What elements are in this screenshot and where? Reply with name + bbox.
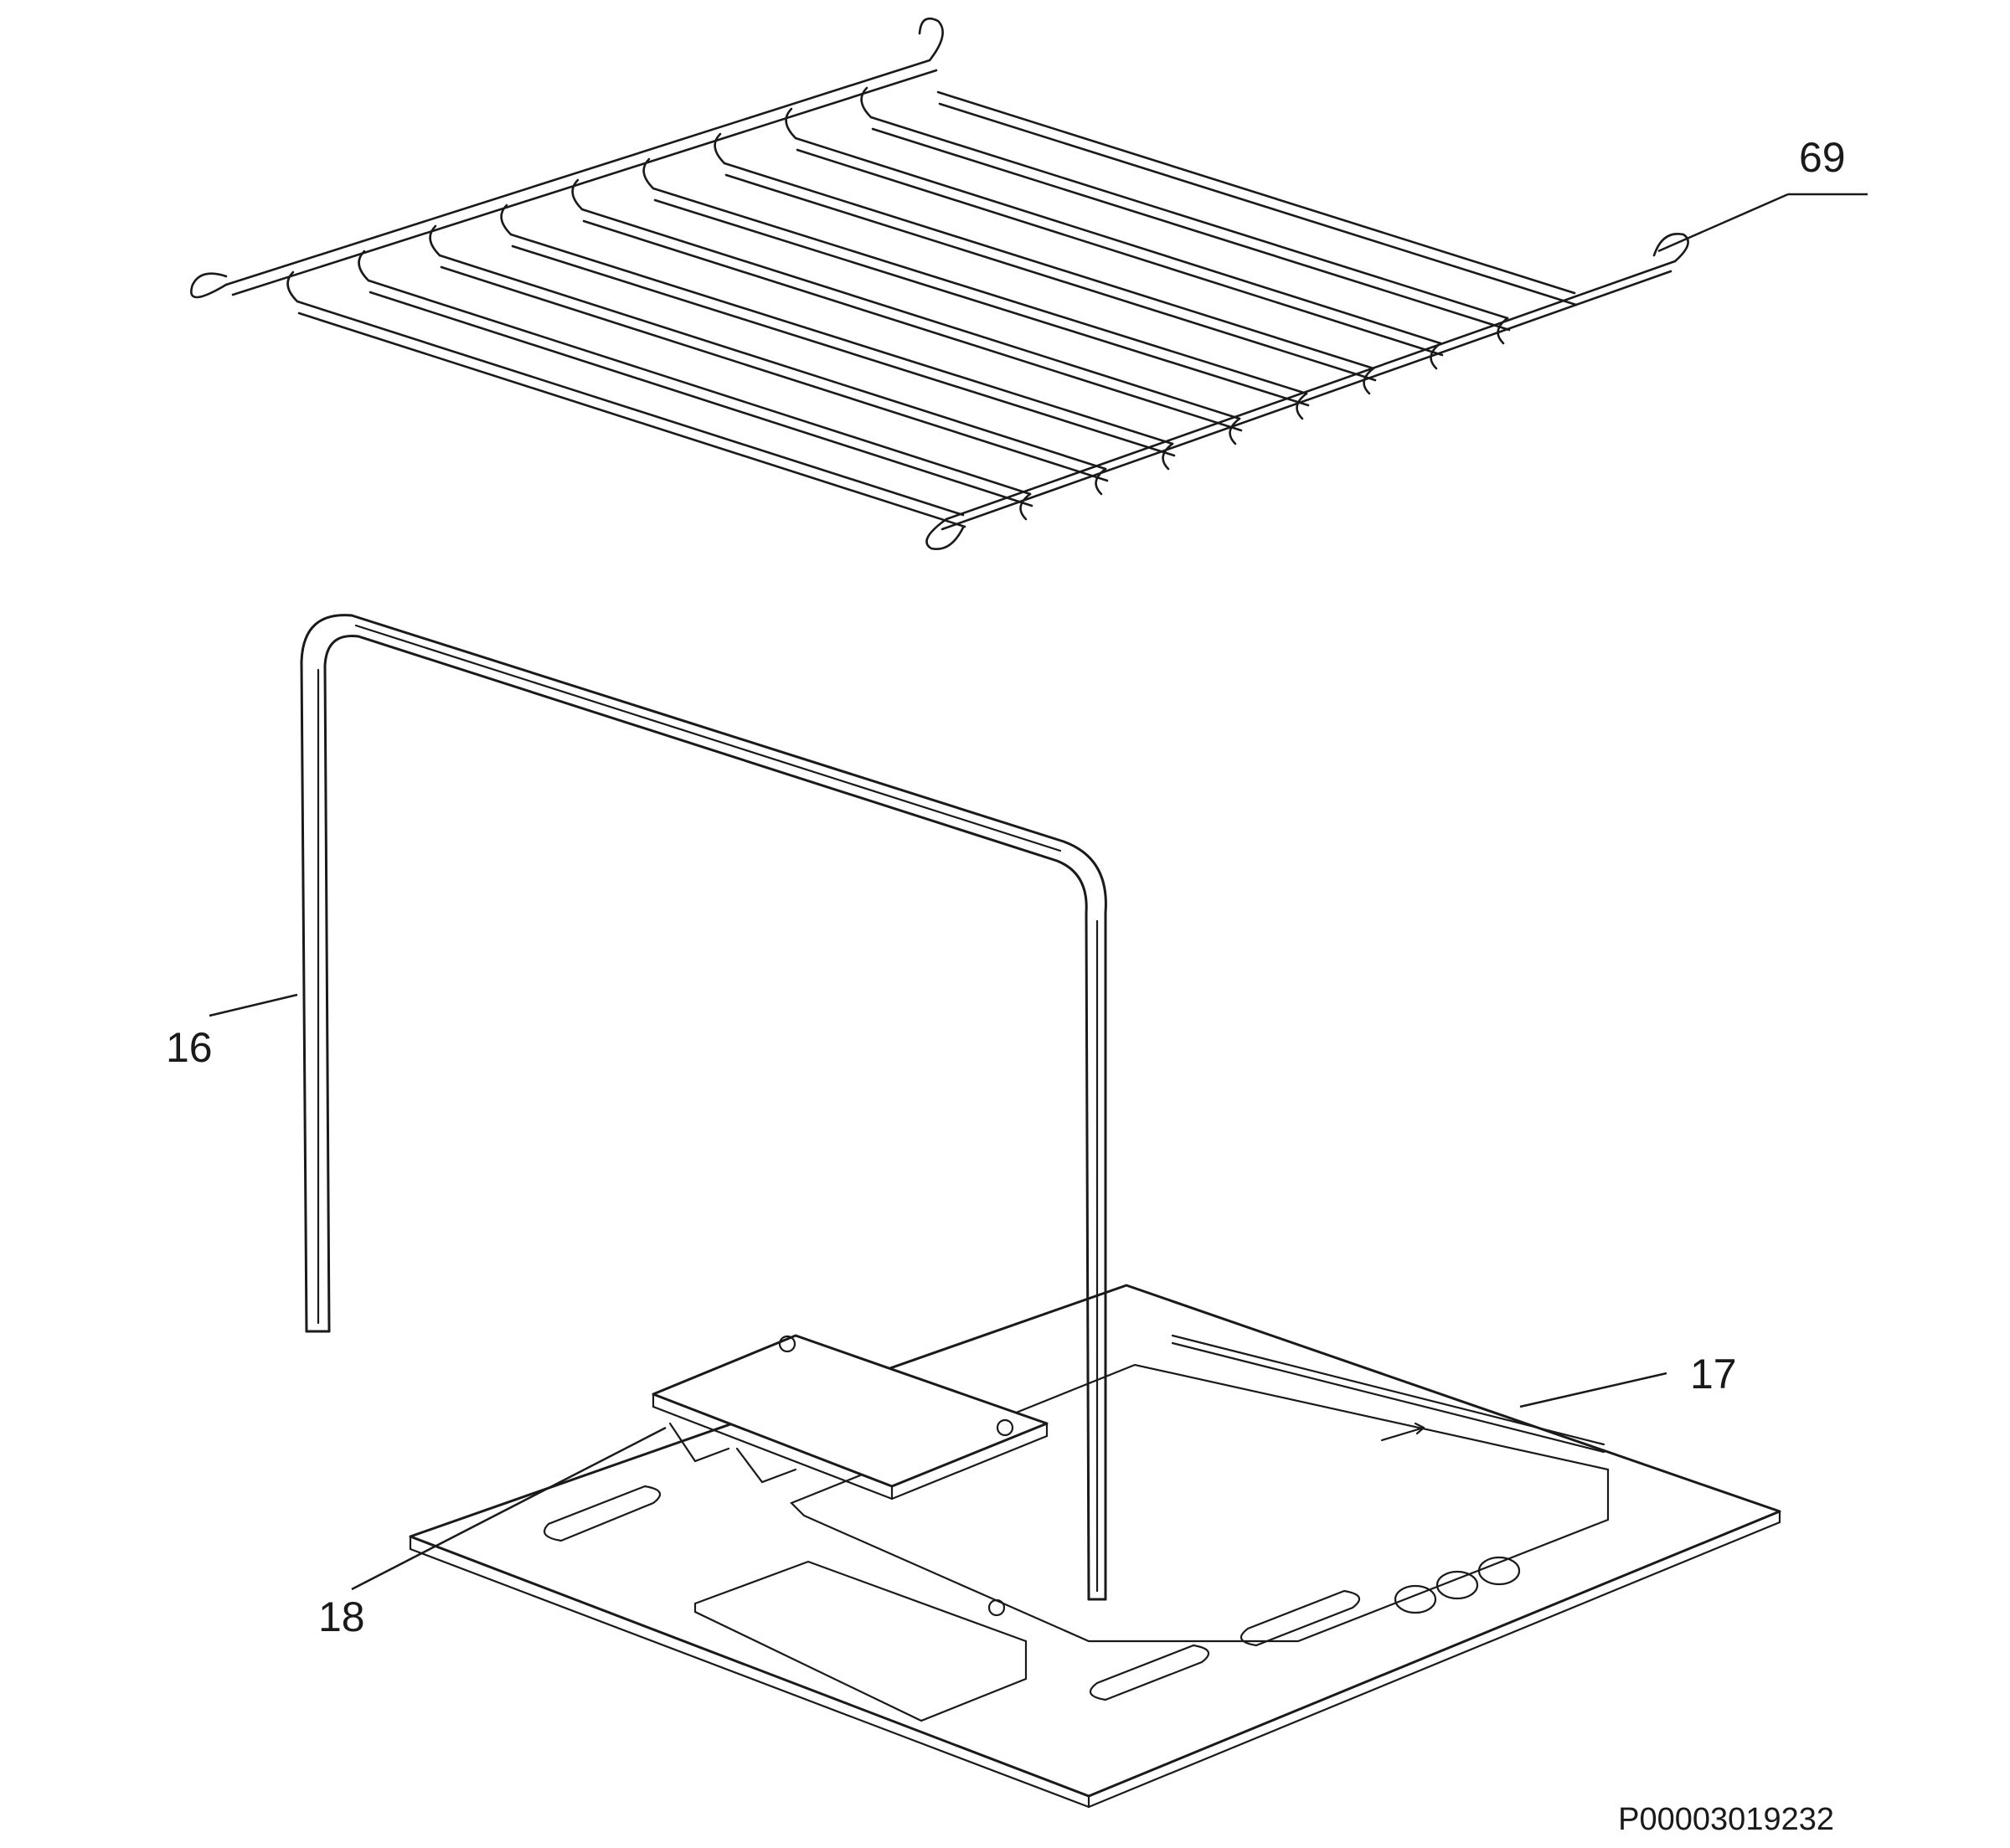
callout-16: 16 xyxy=(166,1024,213,1071)
leader-lines xyxy=(209,193,1868,1591)
callout-18: 18 xyxy=(318,1593,365,1640)
element-bracket xyxy=(652,1334,1049,1617)
callout-69: 69 xyxy=(1799,134,1846,181)
mounting-plate xyxy=(409,1284,1781,1809)
drawing-reference: P00003019232 xyxy=(1618,1802,1834,1837)
callout-17: 17 xyxy=(1690,1351,1737,1398)
u-shaped-heating-element xyxy=(300,614,1107,1601)
wire-shelf-rack xyxy=(190,17,1689,550)
